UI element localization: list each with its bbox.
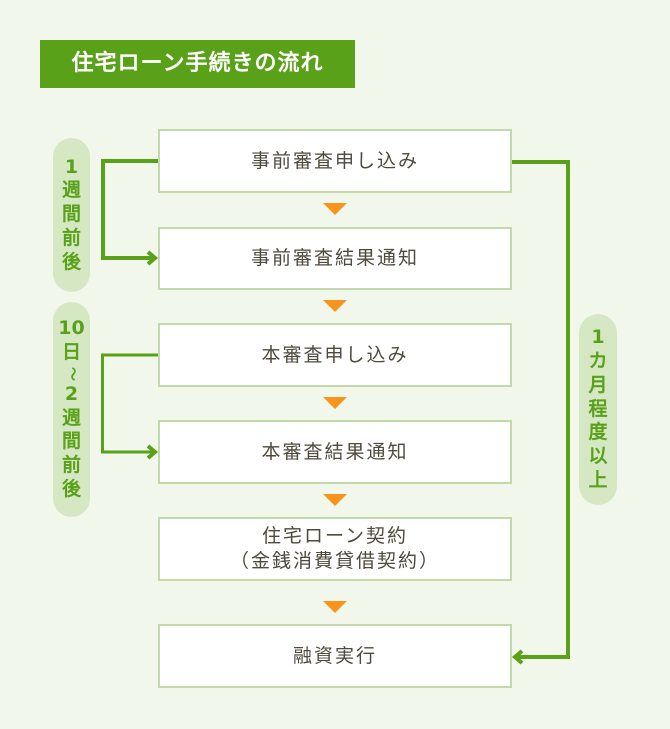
pill-char: 後 [61, 477, 81, 500]
pill-char: 月 [588, 373, 608, 396]
pill-char: 間 [61, 430, 81, 453]
pill-char: 度 [588, 421, 608, 444]
pill-char: 2 [64, 382, 79, 405]
pill-char: 1 [591, 326, 605, 349]
arrowhead-left-icon [511, 649, 524, 665]
pill-char: 日 [61, 341, 81, 364]
arrow-down-icon [323, 494, 347, 506]
arrow-down-icon [323, 300, 347, 312]
step-label: 事前審査結果通知 [250, 247, 419, 270]
arrowhead-right-icon [146, 250, 159, 266]
pill-char: 後 [61, 250, 81, 273]
bracket-pre-review [101, 159, 158, 260]
pill-char: 〜 [63, 366, 80, 381]
step-label-line1: 住宅ローン契約 [261, 525, 409, 548]
pill-char: 間 [61, 203, 81, 226]
step-label: 本審査申し込み [261, 343, 409, 366]
duration-pill-total: 1 カ 月 程 度 以 上 [579, 314, 617, 505]
step-label: 融資実行 [292, 644, 377, 667]
pill-char: カ [588, 350, 608, 373]
bracket-main-review [101, 353, 158, 454]
arrow-down-icon [323, 397, 347, 409]
step-main-review-result: 本審査結果通知 [158, 420, 512, 484]
page-title: 住宅ローン手続きの流れ [40, 40, 355, 88]
pill-char: 程 [588, 397, 608, 420]
bracket-total [512, 160, 570, 659]
step-label: 事前審査申し込み [250, 149, 419, 172]
arrow-down-icon [323, 601, 347, 613]
duration-pill-pre-review: 1 週 間 前 後 [53, 138, 90, 292]
pill-char: 前 [61, 454, 81, 477]
step-label-line2: （金銭消費貸借契約） [229, 550, 440, 572]
step-loan-execution: 融資実行 [158, 624, 512, 688]
step-main-review-application: 本審査申し込み [158, 323, 512, 387]
step-label: 本審査結果通知 [261, 440, 409, 463]
pill-char: 週 [61, 179, 81, 202]
step-loan-contract: 住宅ローン契約 （金銭消費貸借契約） [158, 517, 512, 581]
pill-char: 10 [58, 317, 85, 340]
pill-char: 週 [61, 406, 81, 429]
duration-pill-main-review: 10 日 〜 2 週 間 前 後 [53, 302, 90, 517]
pill-char: 上 [588, 468, 608, 491]
pill-char: 1 [64, 155, 79, 178]
arrowhead-right-icon [146, 444, 159, 460]
arrow-down-icon [323, 203, 347, 215]
pill-char: 前 [61, 226, 81, 249]
step-pre-review-result: 事前審査結果通知 [158, 227, 512, 290]
pill-char: 以 [588, 445, 608, 468]
step-pre-review-application: 事前審査申し込み [158, 129, 512, 193]
